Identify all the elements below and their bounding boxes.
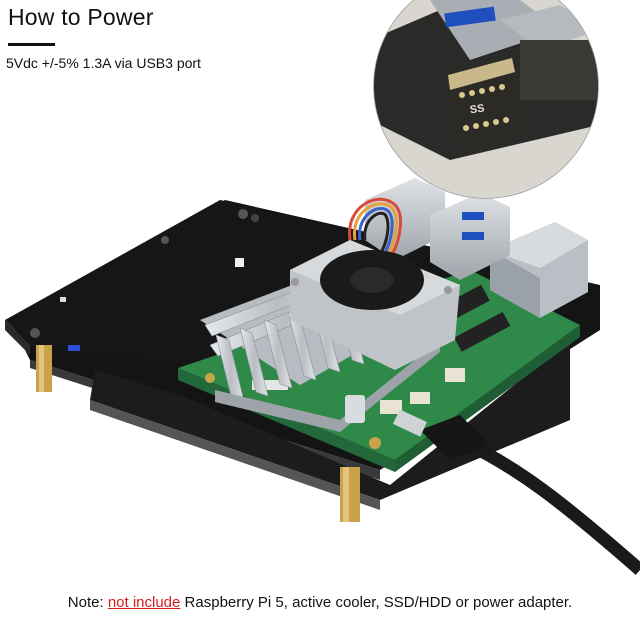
note-text: Raspberry Pi 5, active cooler, SSD/HDD o…	[184, 594, 573, 611]
fan-shroud	[290, 240, 460, 370]
ethernet-port	[490, 222, 588, 318]
fan-cable	[348, 197, 403, 256]
not-include-label: not include	[107, 594, 181, 611]
power-spec: 5Vdc +/-5% 1.3A via USB3 port	[6, 55, 201, 71]
disclaimer-note: Note: not include Raspberry Pi 5, active…	[0, 594, 640, 611]
standoff-front	[340, 467, 360, 522]
usb-dongle: SS	[448, 58, 520, 148]
led-indicator	[235, 258, 244, 267]
zoom-callout: SS	[373, 0, 599, 199]
standoff-left	[36, 345, 52, 392]
hdd-led	[68, 345, 80, 351]
usb-icon: SS	[469, 102, 485, 116]
power-cable	[393, 409, 640, 575]
note-prefix: Note:	[67, 594, 104, 611]
title-underline	[8, 43, 55, 46]
page-title: How to Power	[8, 4, 154, 30]
